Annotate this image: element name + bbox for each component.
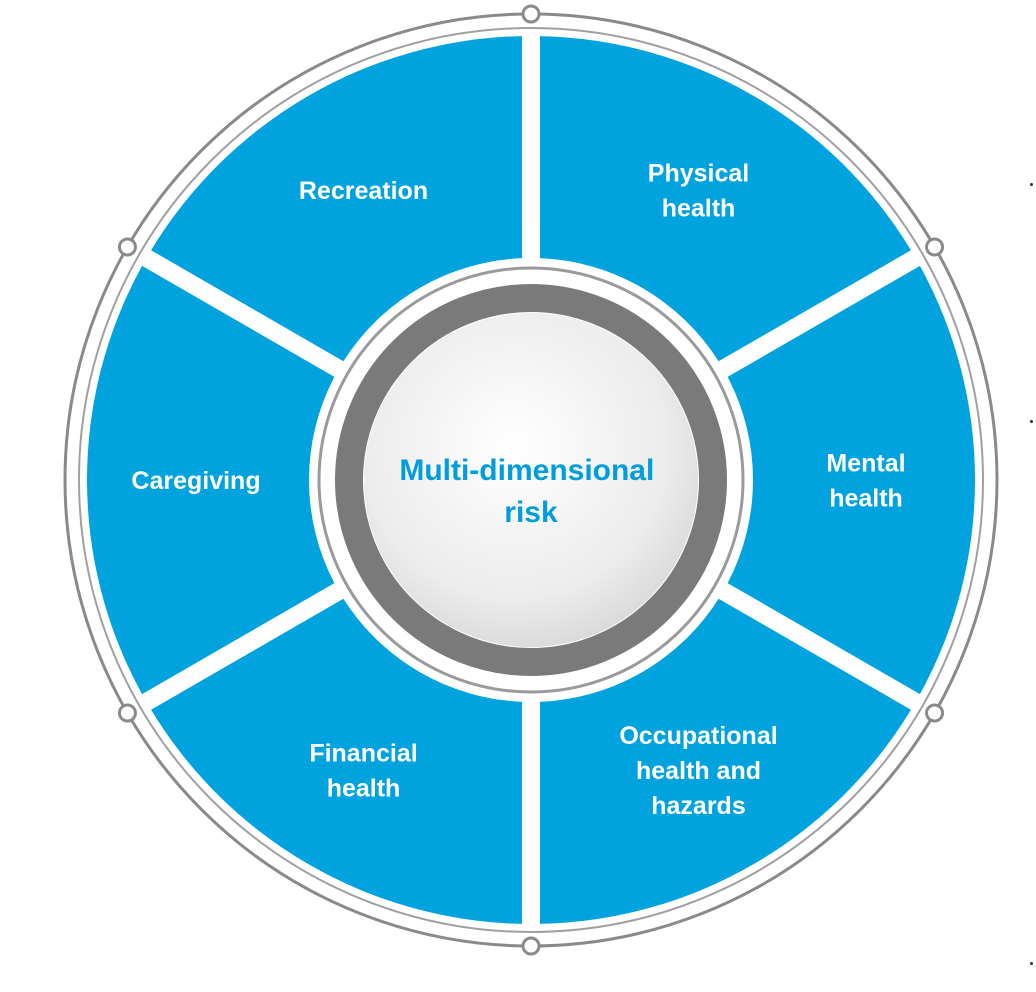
- divider-knob: [117, 237, 137, 257]
- segment-label-physical-health: Physical health: [648, 159, 749, 222]
- segment-label-occupational-health: Occupational health and hazards: [619, 722, 777, 820]
- inner-outer-ring: [78, 27, 984, 933]
- segment-label-mental-health: Mental health: [826, 450, 905, 513]
- edge-tick-3: [1030, 962, 1033, 965]
- segment-label-caregiving: Caregiving: [131, 467, 260, 495]
- segment-label-line: Financial: [309, 740, 417, 768]
- segment-label-line: hazards: [651, 792, 745, 820]
- divider-knob: [925, 237, 945, 257]
- edge-tick-2: [1030, 420, 1033, 423]
- segment-label-line: Caregiving: [131, 467, 260, 495]
- segment-label-financial-health: Financial health: [309, 740, 417, 803]
- segment-label-line: Recreation: [299, 177, 428, 205]
- segment-label-line: health: [829, 485, 903, 513]
- segment-mental-health: [727, 265, 976, 695]
- segment-label-line: health and: [636, 757, 761, 785]
- segment-occupational-health: [539, 598, 911, 924]
- center-gray-ring: [335, 284, 727, 676]
- segment-caregiving: [86, 265, 335, 695]
- center-label-line-2: risk: [504, 496, 558, 529]
- divider-knob: [925, 703, 945, 723]
- segment-recreation: [151, 36, 523, 362]
- segment-label-line: Occupational: [619, 722, 777, 750]
- segment-label-line: Mental: [826, 450, 905, 478]
- center-label-line-1: Multi-dimensional: [399, 454, 654, 487]
- segment-financial-health: [151, 598, 523, 924]
- segment-physical-health: [539, 36, 911, 362]
- divider-knob: [521, 936, 541, 956]
- center-disc: [364, 313, 698, 647]
- segment-label-recreation: Recreation: [299, 177, 428, 205]
- segment-label-line: health: [662, 194, 736, 222]
- divider-knob: [117, 703, 137, 723]
- segment-label-line: health: [327, 775, 401, 803]
- center-label: Multi-dimensional risk: [399, 454, 662, 529]
- divider-knob: [521, 4, 541, 24]
- segment-label-line: Physical: [648, 159, 749, 187]
- edge-tick-1: [1030, 183, 1033, 186]
